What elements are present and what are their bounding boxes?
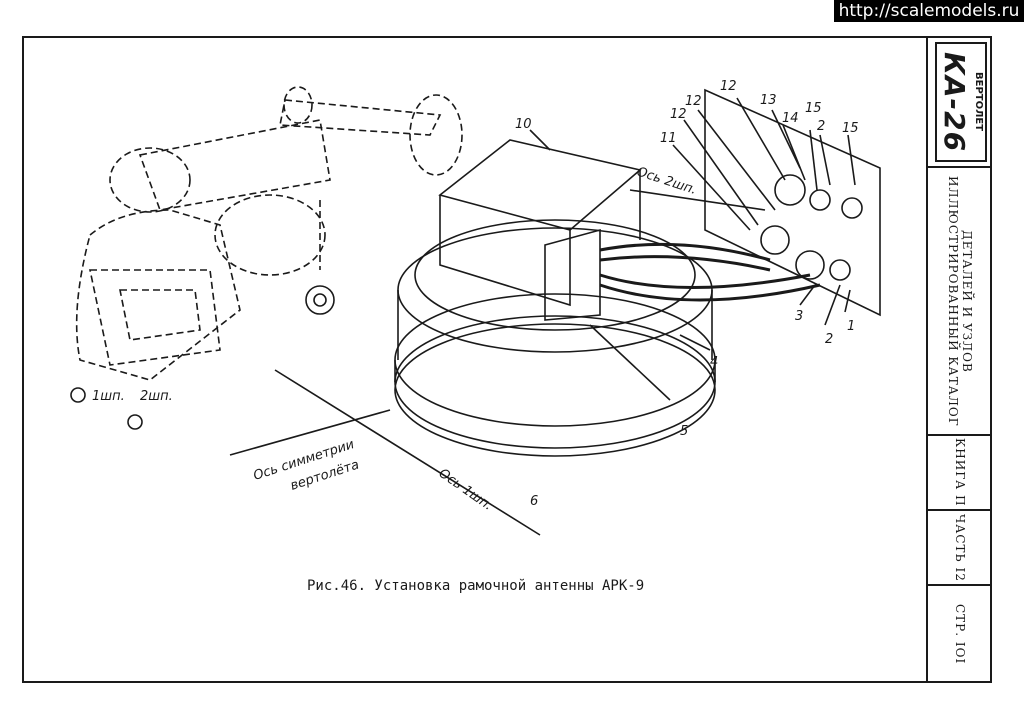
- aircraft-model: КА-26: [938, 51, 971, 153]
- book-label: КНИГА П: [953, 438, 967, 507]
- callout-4: 4: [710, 355, 718, 370]
- heli-frame-1-label: 1шп.: [92, 389, 125, 404]
- callout-15: 15: [842, 121, 859, 136]
- logo-cell: КА-26 ВЕРТОЛЕТ: [928, 36, 992, 168]
- callout-12: 13: [760, 93, 777, 108]
- aircraft-logo: КА-26 ВЕРТОЛЕТ: [935, 42, 987, 162]
- helicopter-outline: [75, 86, 463, 381]
- callout-3: 3: [795, 309, 803, 324]
- figure-caption: Рис.46. Установка рамочной антенны АРК-9: [307, 578, 645, 594]
- antenna-installation-drawing: 10 11 12 12 12 13 14 15 2 15 4 5 6 3 2 1…: [70, 79, 881, 536]
- callout-2-top: 2: [817, 119, 825, 134]
- page-label: СТР. IOI: [953, 604, 967, 665]
- watermark-url: http://scalemodels.ru: [834, 0, 1024, 22]
- callout-1: 1: [847, 319, 855, 334]
- callout-13: 14: [782, 111, 799, 126]
- callout-9: 12: [670, 107, 687, 122]
- callout-2-bottom: 2: [825, 332, 833, 347]
- callout-10: 12: [685, 94, 702, 109]
- drawing-frame: [22, 36, 992, 683]
- catalog-line-1: ИЛЛЮСТРИРОВАННЫЙ КАТАЛОГ: [946, 175, 960, 427]
- callout-14: 15: [805, 101, 822, 116]
- callout-11: 12: [720, 79, 737, 94]
- callout-8: 11: [660, 131, 677, 146]
- title-block: КА-26 ВЕРТОЛЕТ ИЛЛЮСТРИРОВАННЫЙ КАТАЛОГ …: [926, 36, 992, 683]
- page-cell: СТР. IOI: [928, 586, 992, 683]
- callout-5: 5: [680, 424, 688, 439]
- catalog-cell: ИЛЛЮСТРИРОВАННЫЙ КАТАЛОГ ДЕТАЛЕЙ И УЗЛОВ: [928, 168, 992, 436]
- part-label: ЧАСТЬ I2: [953, 513, 967, 582]
- catalog-line-2: ДЕТАЛЕЙ И УЗЛОВ: [960, 229, 974, 373]
- part-cell: ЧАСТЬ I2: [928, 511, 992, 586]
- axis-1-label: Ось 1шп.: [436, 466, 495, 514]
- axis-2-label: Ось 2шп.: [635, 165, 699, 198]
- book-cell: КНИГА П: [928, 436, 992, 511]
- callout-6: 6: [530, 494, 538, 509]
- aircraft-type: ВЕРТОЛЕТ: [973, 72, 984, 132]
- callout-7: 10: [515, 117, 532, 132]
- heli-frame-2-label: 2шп.: [140, 389, 173, 404]
